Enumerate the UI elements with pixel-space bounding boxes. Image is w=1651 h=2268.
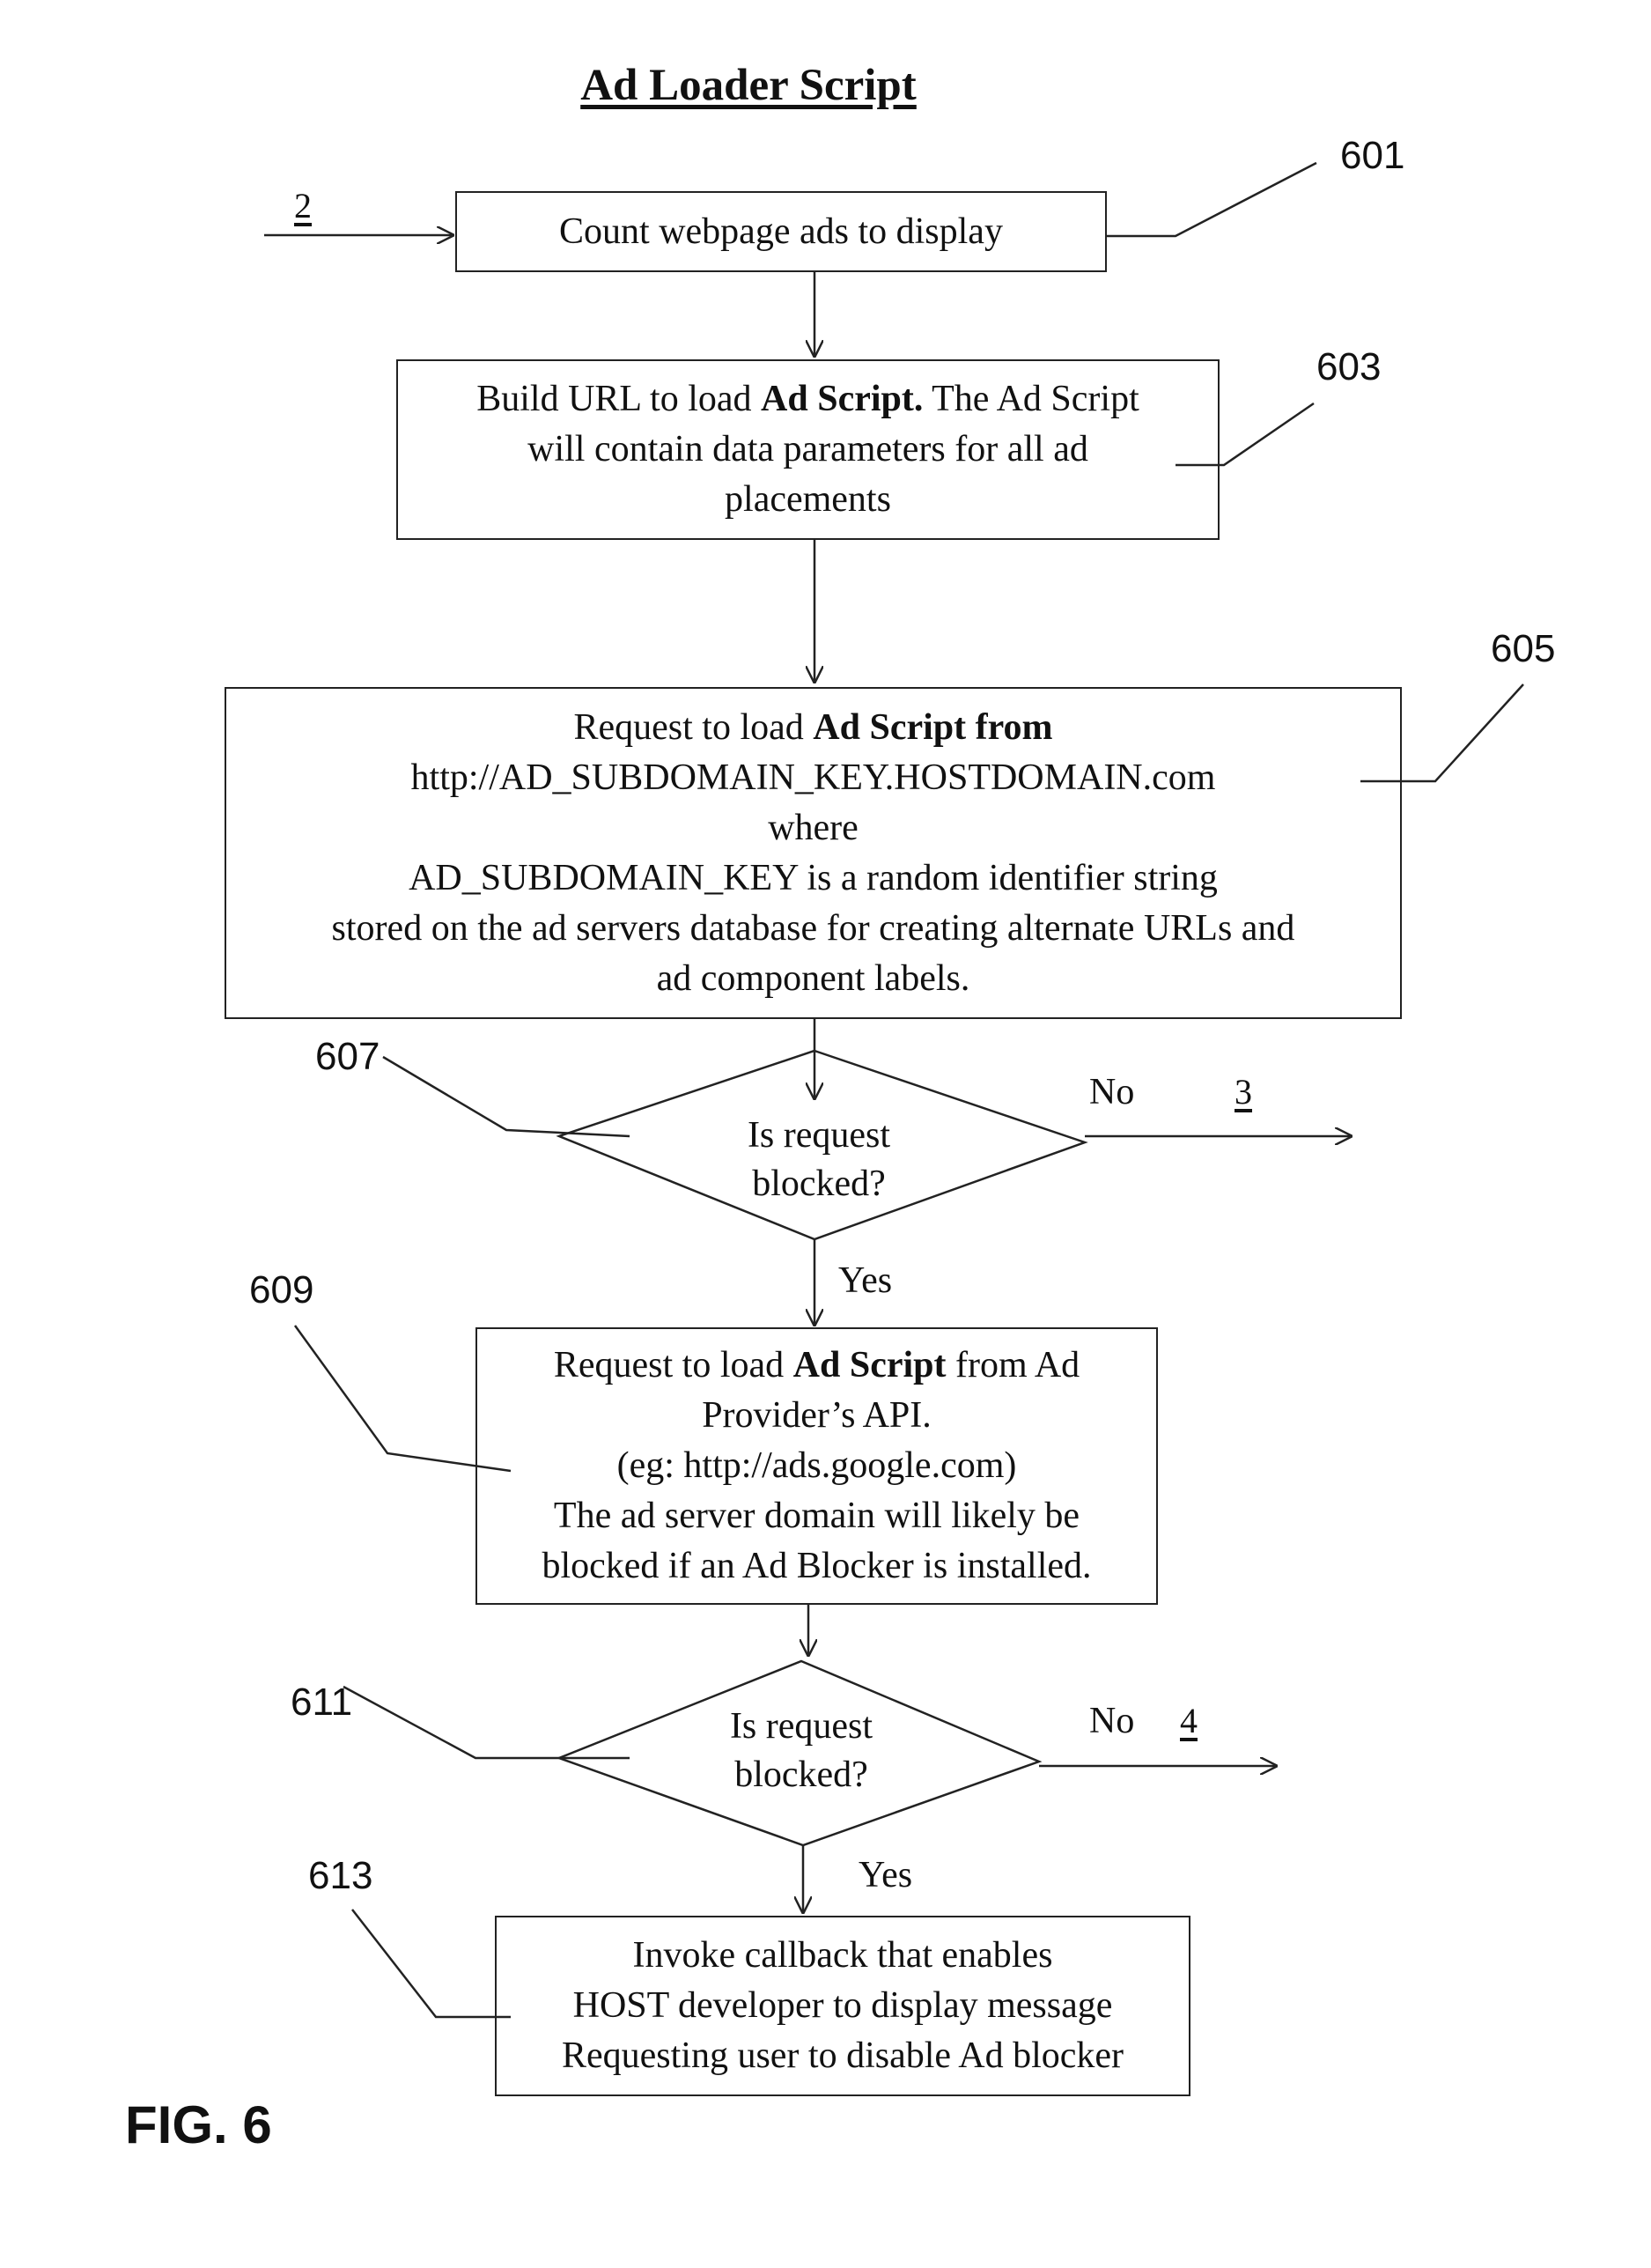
step-605-line5: stored on the ad servers database for cr… [332,904,1295,954]
step-613-line3: Requesting user to disable Ad blocker [562,2031,1124,2081]
step-609-line1: Request to load Ad Script from Ad [554,1341,1080,1391]
step-609-line4: The ad server domain will likely be [554,1491,1080,1541]
step-609-line3: (eg: http://ads.google.com) [617,1441,1017,1491]
step-605-line4: AD_SUBDOMAIN_KEY is a random identifier … [409,853,1218,904]
step-601-text: Count webpage ads to display [559,207,1003,257]
step-605-line2: http://AD_SUBDOMAIN_KEY.HOSTDOMAIN.com [411,753,1216,803]
ref-601: 601 [1340,134,1404,178]
step-609-line1-pre: Request to load [554,1345,793,1385]
ref-605: 605 [1491,627,1555,671]
step-609-line5: blocked if an Ad Blocker is installed. [542,1541,1091,1592]
step-609-line2: Provider’s API. [702,1391,932,1441]
decision-607-yes-label: Yes [838,1260,892,1302]
decision-611-yes-label: Yes [859,1854,912,1896]
decision-607-line1: Is request [687,1112,951,1160]
step-603-box: Build URL to load Ad Script. The Ad Scri… [396,359,1220,540]
ref-603: 603 [1316,345,1381,389]
step-609-line1-bold: Ad Script [793,1345,947,1385]
step-603-line3: placements [725,475,891,525]
decision-611-line2: blocked? [669,1751,933,1799]
decision-607-line2: blocked? [687,1160,951,1208]
step-605-line3: where [768,803,859,853]
decision-611-no-label: No [1089,1700,1134,1742]
figure-label: FIG. 6 [125,2094,272,2155]
leader-613 [352,1910,511,2017]
step-605-box: Request to load Ad Script from http://AD… [225,687,1402,1019]
step-605-line1: Request to load Ad Script from [574,703,1053,753]
leader-601 [1105,163,1316,236]
step-613-line1: Invoke callback that enables [633,1931,1053,1981]
step-603-line1-pre: Build URL to load [476,379,761,419]
step-609-box: Request to load Ad Script from Ad Provid… [475,1327,1158,1605]
step-603-line2: will contain data parameters for all ad [527,425,1088,475]
decision-611-text: Is request blocked? [669,1703,933,1799]
step-603-line1-post: The Ad Script [923,379,1139,419]
step-605-line6: ad component labels. [657,954,970,1004]
decision-607-no-label: No [1089,1071,1134,1113]
step-605-line1-pre: Request to load [574,707,814,748]
connector-out-4: 4 [1180,1700,1198,1741]
step-609-line1-post: from Ad [947,1345,1080,1385]
step-613-line2: HOST developer to display message [573,1981,1113,2031]
step-601-box: Count webpage ads to display [455,191,1107,272]
ref-609: 609 [249,1268,313,1312]
decision-611-line1: Is request [669,1703,933,1751]
step-613-box: Invoke callback that enables HOST develo… [495,1916,1190,2096]
ref-613: 613 [308,1854,372,1898]
diagram-title: Ad Loader Script [528,60,969,111]
ref-607: 607 [315,1035,380,1079]
step-605-line1-bold: Ad Script from [813,707,1052,748]
connector-out-3: 3 [1235,1071,1252,1112]
step-603-line1: Build URL to load Ad Script. The Ad Scri… [476,374,1139,425]
connector-in-label: 2 [294,185,312,226]
decision-607-text: Is request blocked? [687,1112,951,1208]
ref-611: 611 [291,1681,352,1725]
step-603-line1-bold: Ad Script. [761,379,923,419]
